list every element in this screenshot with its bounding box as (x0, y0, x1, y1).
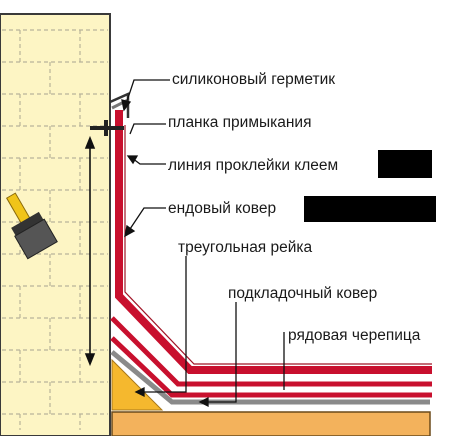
label-underlay-carpet: подкладочный ковер (228, 285, 377, 302)
label-glue-line: линия проклейки клеем (168, 157, 338, 174)
row-shingle-stripe-3 (110, 336, 432, 398)
valley-carpet-layer (115, 110, 432, 374)
underlay-layer (110, 350, 430, 405)
valley-carpet-inner-line (124, 125, 432, 365)
leader-lines (121, 79, 285, 408)
base-board (111, 411, 431, 437)
label-sealant: силиконовый герметик (172, 71, 335, 88)
redaction-box-1 (378, 150, 432, 178)
height-dimension-arrow (84, 135, 96, 367)
label-row-shingles: рядовая черепица (288, 327, 421, 344)
triangular-batten (111, 358, 164, 411)
row-shingle-stripe-1 (110, 316, 432, 387)
label-flashing-strip: планка примыкания (168, 114, 312, 131)
paint-brush-icon (5, 192, 58, 260)
label-triangular-batten: треугольная рейка (178, 239, 313, 256)
row-shingle-stripe-2 (110, 326, 432, 392)
redaction-box-2 (304, 196, 436, 222)
label-valley-carpet: ендовый ковер (168, 200, 276, 217)
